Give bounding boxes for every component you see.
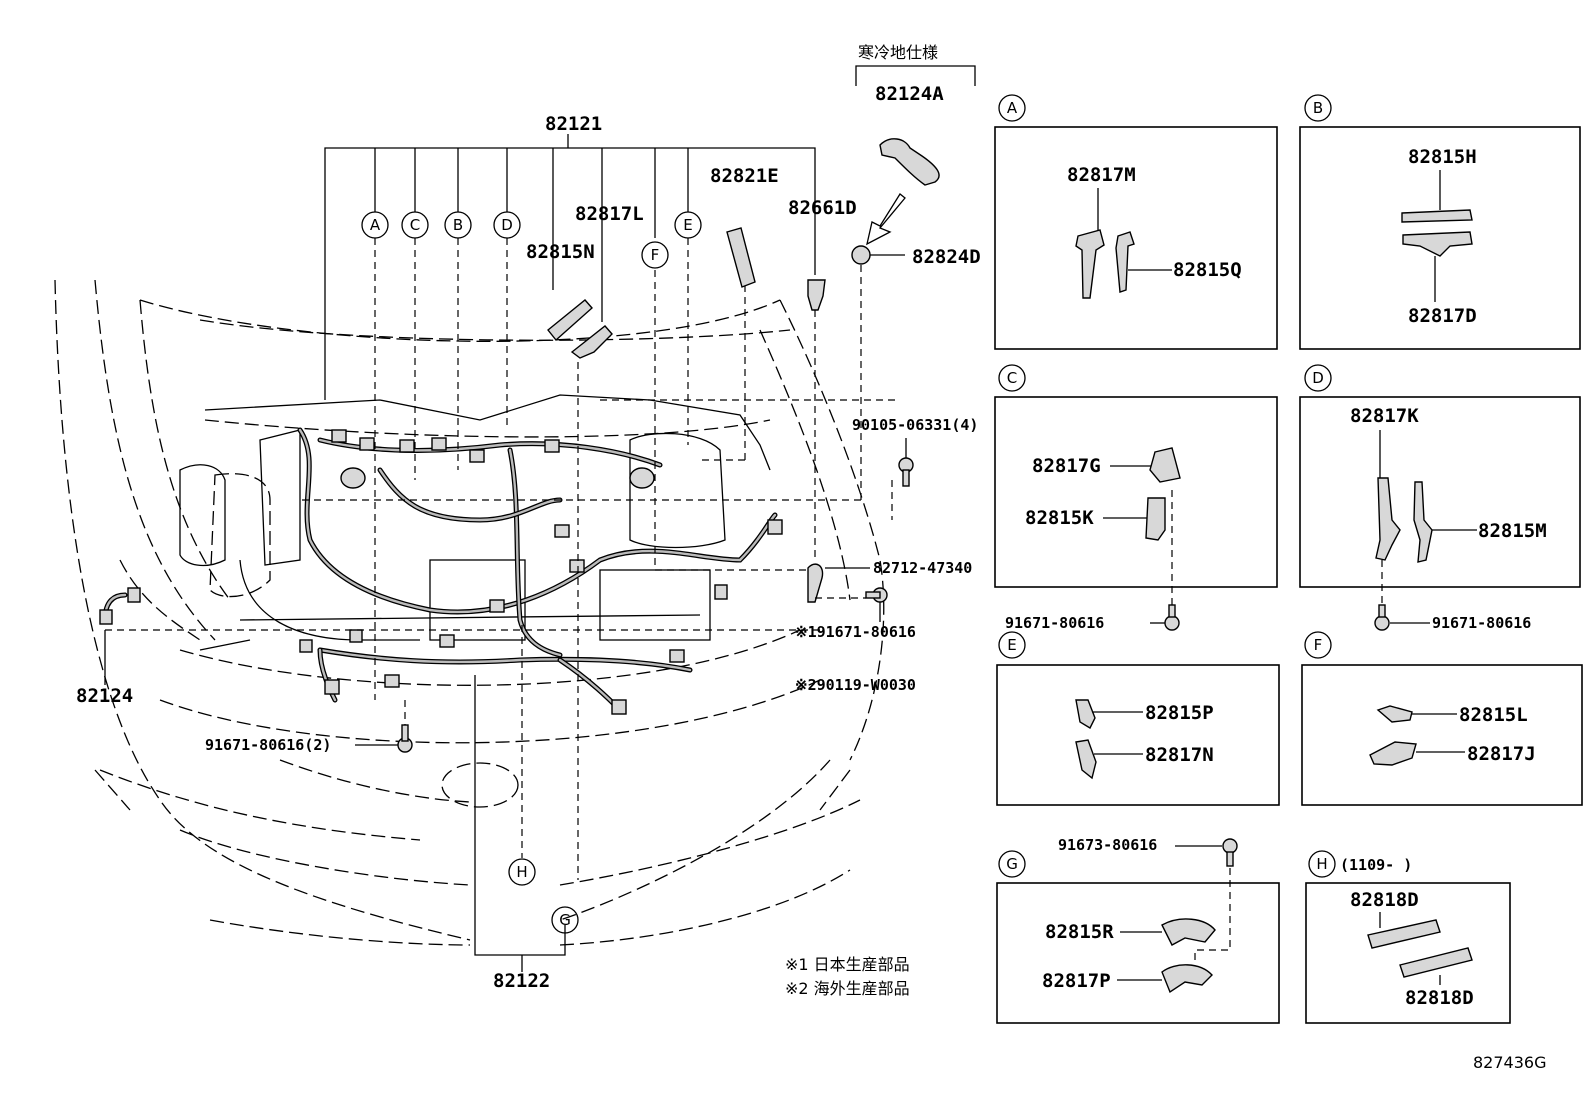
svg-text:91671-80616: 91671-80616 xyxy=(1432,614,1531,632)
bolt-90105 xyxy=(891,438,914,520)
svg-text:D: D xyxy=(1312,369,1324,387)
bolts xyxy=(355,438,914,753)
panel-b: B 82815H 82817D xyxy=(1299,94,1581,350)
svg-text:H: H xyxy=(516,863,527,881)
bolt-91671-2 xyxy=(355,700,413,753)
label-cold-spec: 寒冷地仕様 xyxy=(858,43,938,62)
panel-f: F 82815L 82817J xyxy=(1301,631,1583,806)
svg-text:82815Q: 82815Q xyxy=(1173,259,1242,281)
panel-g: G 91673-80616 82815R 82817P xyxy=(996,836,1280,1024)
callout-e[interactable]: E xyxy=(674,211,702,239)
svg-text:82818D: 82818D xyxy=(1350,889,1419,911)
panel-c: C 82817G 82815K 91671-80616 xyxy=(994,364,1278,632)
bracket-82121 xyxy=(324,134,816,880)
svg-text:82818D: 82818D xyxy=(1405,987,1474,1009)
panel-h: H (1109- ) 82818D 82818D xyxy=(1305,850,1511,1024)
label-82712: 82712-47340 xyxy=(873,559,972,577)
svg-text:91673-80616: 91673-80616 xyxy=(1058,836,1157,854)
label-90105: 90105-06331(4) xyxy=(852,416,978,434)
svg-text:(1109- ): (1109- ) xyxy=(1340,856,1412,874)
label-82124: 82124 xyxy=(76,685,133,707)
callout-b[interactable]: B xyxy=(444,211,472,239)
label-82821e: 82821E xyxy=(710,165,779,187)
label-82121: 82121 xyxy=(545,113,602,135)
callout-a[interactable]: A xyxy=(361,211,389,239)
svg-text:C: C xyxy=(410,216,420,234)
svg-text:B: B xyxy=(1313,99,1323,117)
label-82124a: 82124A xyxy=(875,83,944,105)
svg-text:H: H xyxy=(1316,855,1327,873)
label-82661d: 82661D xyxy=(788,197,857,219)
svg-text:82817J: 82817J xyxy=(1467,743,1536,765)
svg-text:82817M: 82817M xyxy=(1067,164,1136,186)
svg-text:A: A xyxy=(370,216,381,234)
callout-f[interactable]: F xyxy=(641,241,669,269)
svg-text:E: E xyxy=(683,216,692,234)
svg-text:82817K: 82817K xyxy=(1350,405,1419,427)
svg-text:F: F xyxy=(651,246,660,264)
svg-text:91671-80616: 91671-80616 xyxy=(1005,614,1104,632)
engine-bay xyxy=(179,394,771,651)
svg-text:A: A xyxy=(1007,99,1018,117)
label-91671-2: 91671-80616(2) xyxy=(205,736,331,754)
svg-text:E: E xyxy=(1007,636,1016,654)
part-82124 xyxy=(104,629,820,685)
diagram-id: 827436G xyxy=(1473,1053,1546,1072)
callout-g[interactable]: G xyxy=(551,906,579,934)
svg-text:D: D xyxy=(501,216,513,234)
svg-text:G: G xyxy=(1006,855,1018,873)
svg-text:82817D: 82817D xyxy=(1408,305,1477,327)
callout-circles: A C B D F E H G xyxy=(361,211,702,934)
svg-text:82815H: 82815H xyxy=(1408,146,1477,168)
label-note1-part: ※191671-80616 xyxy=(795,623,916,641)
svg-text:82815M: 82815M xyxy=(1478,520,1547,542)
label-82817l: 82817L xyxy=(575,203,644,225)
wire-harness xyxy=(99,427,783,715)
callout-h[interactable]: H xyxy=(508,858,536,886)
legend-note2: ※2 海外生産部品 xyxy=(785,979,910,998)
panel-e: E 82815P 82817N xyxy=(996,631,1280,806)
bracket-82122 xyxy=(474,625,566,972)
top-parts xyxy=(300,65,976,501)
svg-text:B: B xyxy=(453,216,463,234)
main-labels: 82121 82122 82124 82124A 寒冷地仕様 82821E 82… xyxy=(76,43,1546,1072)
legend-note1: ※1 日本生産部品 xyxy=(785,955,910,974)
svg-text:C: C xyxy=(1007,369,1017,387)
svg-text:82815L: 82815L xyxy=(1459,704,1528,726)
svg-text:F: F xyxy=(1314,636,1323,654)
callout-c[interactable]: C xyxy=(401,211,429,239)
panel-a: A 82817M 82815Q xyxy=(994,94,1278,350)
svg-text:82815K: 82815K xyxy=(1025,507,1094,529)
svg-text:82817N: 82817N xyxy=(1145,744,1214,766)
panel-d: D 82817K 82815M 91671-80616 xyxy=(1299,364,1581,632)
label-82815n: 82815N xyxy=(526,241,595,263)
svg-text:82817G: 82817G xyxy=(1032,455,1101,477)
svg-text:G: G xyxy=(559,911,571,929)
label-82824d: 82824D xyxy=(912,246,981,268)
svg-text:82815P: 82815P xyxy=(1145,702,1214,724)
svg-text:82817P: 82817P xyxy=(1042,970,1111,992)
callout-d[interactable]: D xyxy=(493,211,521,239)
bolt-82712 xyxy=(807,563,888,622)
label-82122: 82122 xyxy=(493,970,550,992)
label-note2-part: ※290119-W0030 xyxy=(795,676,916,694)
svg-text:82815R: 82815R xyxy=(1045,921,1114,943)
